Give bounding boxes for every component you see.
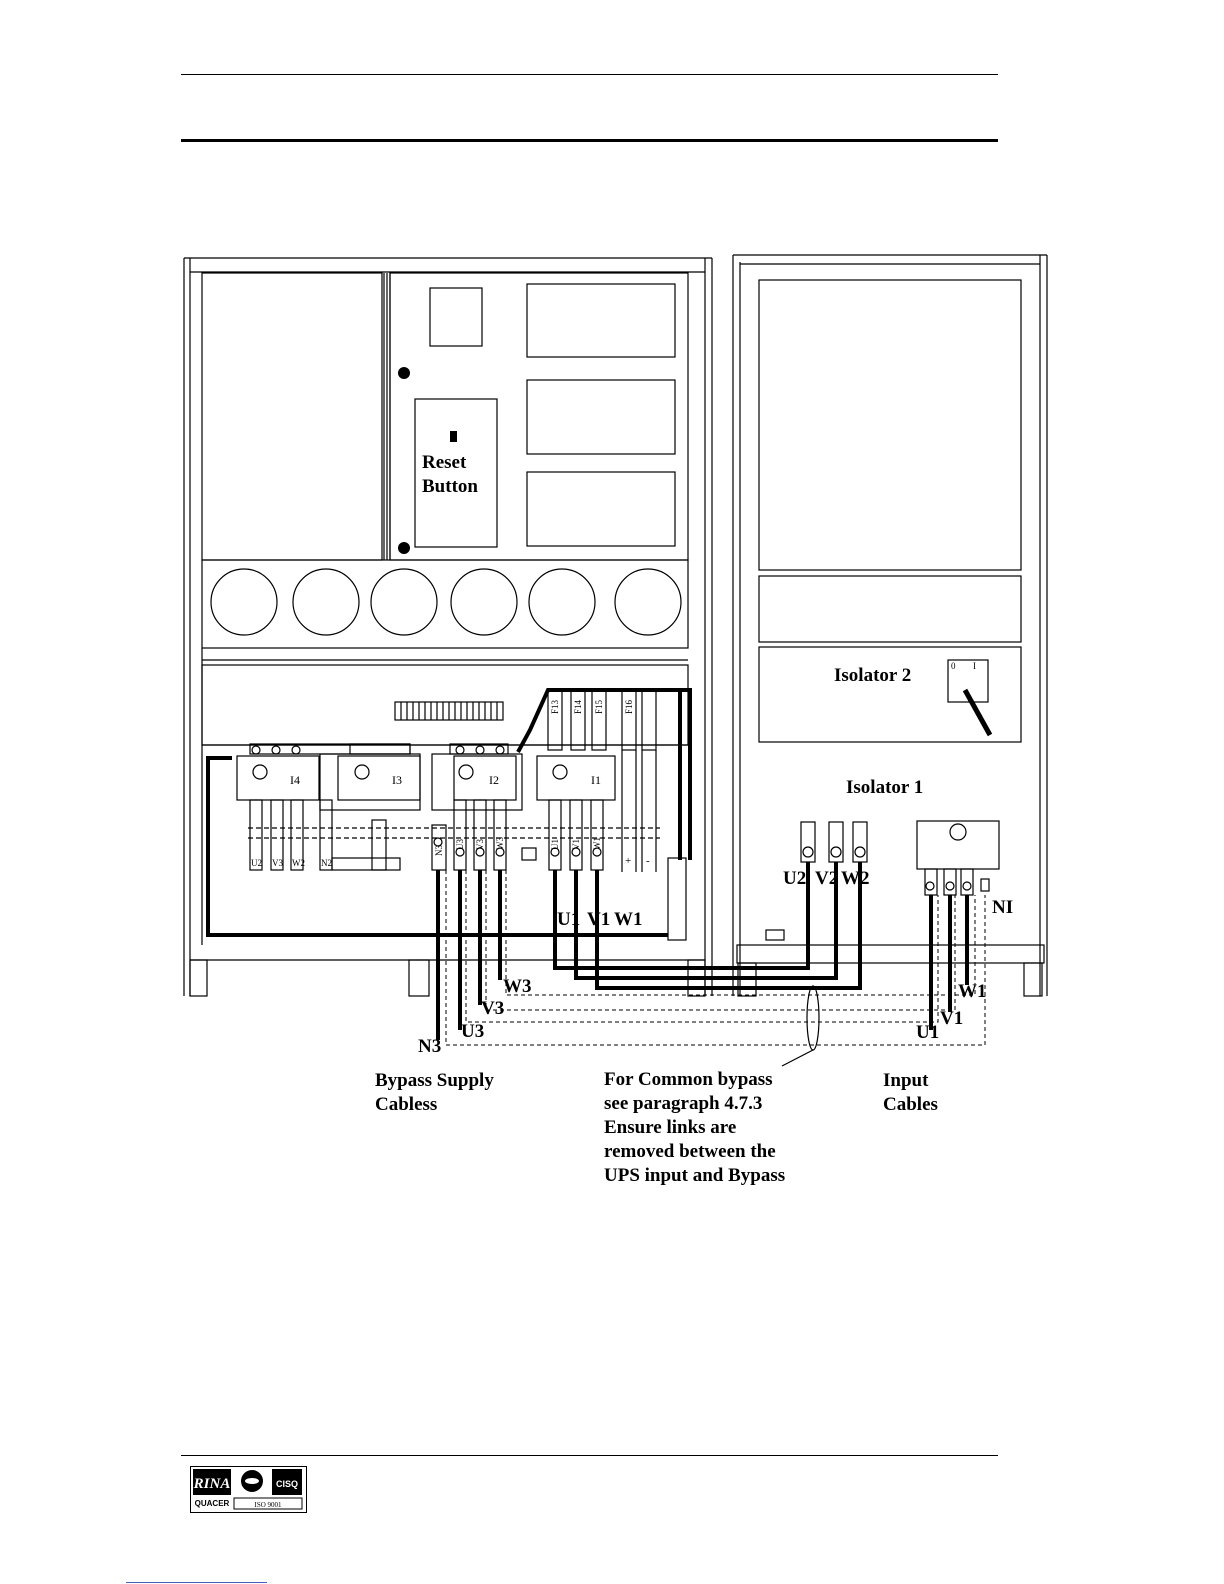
gland-plate: [736, 944, 1045, 964]
fan-5: [528, 568, 596, 636]
terminal-block: [667, 857, 687, 941]
isolator-2-switch: [947, 659, 989, 703]
reset-label-line1: Reset: [422, 452, 467, 473]
fuse-label-f15: F15: [594, 699, 604, 714]
footer-rule: [181, 1455, 998, 1456]
terminal-label-u1: U1: [550, 839, 560, 850]
terminal-label-v3: V3: [272, 858, 283, 868]
cable-label-u3: U3: [461, 1021, 484, 1042]
fan-4: [450, 568, 518, 636]
common-bypass-caption: For Common bypass see paragraph 4.7.3 En…: [604, 1068, 785, 1188]
bypass-caption-line: Cabless: [375, 1094, 438, 1115]
isolator-i4: [236, 755, 320, 801]
input-label-v1: V1: [940, 1008, 963, 1029]
cable-label-ni: NI: [992, 897, 1013, 918]
fan-6: [614, 568, 682, 636]
fan-3: [370, 568, 438, 636]
terminal-label-n2: N2: [321, 858, 332, 868]
terminal-label-plus: +: [625, 855, 631, 867]
terminal-label-w1: W1: [592, 837, 602, 850]
bottom-link-underline: [126, 1582, 267, 1583]
terminal-label-u3: U3: [455, 839, 465, 850]
input-caption-line: Cables: [883, 1094, 938, 1115]
bypass-links: [445, 870, 986, 1046]
ups-cabinet: [183, 257, 713, 997]
isolator-label-i4: I4: [290, 773, 300, 787]
cable-label-v1: V1: [587, 909, 610, 930]
terminal-label-w3: W3: [495, 837, 505, 850]
input-label-u1: U1: [916, 1022, 939, 1043]
fan-2: [292, 568, 360, 636]
input-label-w1: W1: [958, 981, 987, 1002]
terminal-strip: [394, 701, 504, 721]
fuse-f14: [570, 689, 586, 751]
common-caption-line: see paragraph 4.7.3: [604, 1093, 763, 1114]
switch-on-mark: I: [973, 661, 976, 671]
terminal-label-minus: -: [646, 855, 650, 867]
terminal-label-w2: W2: [292, 858, 305, 868]
cable-label-w1: W1: [614, 909, 643, 930]
fuse-f15: [591, 689, 607, 751]
reset-label-line2: Button: [422, 476, 478, 497]
isolator-i1: [536, 755, 616, 801]
fuse-label-f13: F13: [550, 699, 560, 714]
cable-label-u1: U1: [557, 909, 580, 930]
isolator-label-i2: I2: [489, 773, 499, 787]
fuse-f13: [547, 689, 563, 751]
common-caption-line: For Common bypass: [604, 1069, 773, 1090]
logo-rina: RINA: [193, 1476, 231, 1492]
thick-wiring: [206, 688, 969, 1040]
isolator-label-i3: I3: [392, 773, 402, 787]
logo-cisq: CISQ: [276, 1479, 298, 1489]
logo-iso: ISO 9001: [254, 1501, 282, 1509]
terminal-label-v3b: V3: [475, 839, 485, 850]
terminal-label-n3: N3: [434, 845, 444, 856]
isolator-label-i1: I1: [591, 773, 601, 787]
terminal-holes: [251, 745, 972, 891]
isolator-i3: [337, 755, 421, 801]
link-bundle-marker: [806, 985, 820, 1051]
reset-button-panel: [414, 398, 498, 548]
header-rule-thin: [181, 74, 998, 75]
fan-1: [210, 568, 278, 636]
isolator-1-label: Isolator 1: [846, 777, 923, 798]
common-caption-line: removed between the: [604, 1141, 776, 1162]
isolator-cabinet: [732, 254, 1048, 997]
certification-logo: RINA QUACER CISQ ISO 9001: [190, 1466, 307, 1513]
isolator-2-label: Isolator 2: [834, 665, 911, 686]
cable-label-w2: W2: [841, 868, 870, 889]
cable-label-v3: V3: [481, 998, 504, 1019]
cable-label-u2: U2: [783, 868, 806, 889]
terminal-label-v1: V1: [571, 839, 581, 850]
bypass-caption: Bypass Supply Cabless: [375, 1069, 494, 1117]
header-rule-thick: [181, 139, 998, 142]
bypass-caption-line: Bypass Supply: [375, 1070, 494, 1091]
cable-label-w3: W3: [503, 976, 532, 997]
fuse-label-f14: F14: [573, 699, 583, 714]
cable-label-v2: V2: [815, 868, 838, 889]
switch-off-mark: 0: [951, 661, 956, 671]
terminal-label-u2: U2: [251, 858, 262, 868]
cable-label-n3: N3: [418, 1036, 441, 1057]
common-caption-line: Ensure links are: [604, 1117, 737, 1138]
logo-quacer: QUACER: [195, 1499, 230, 1508]
fuse-label-f16: F16: [624, 699, 634, 714]
input-caption-line: Input: [883, 1070, 929, 1091]
isolator-2-panel: [758, 646, 1022, 743]
isolator-1: [916, 820, 1000, 870]
fuse-f16: [621, 689, 637, 751]
common-caption-line: UPS input and Bypass: [604, 1165, 786, 1186]
input-caption: Input Cables: [883, 1069, 938, 1117]
